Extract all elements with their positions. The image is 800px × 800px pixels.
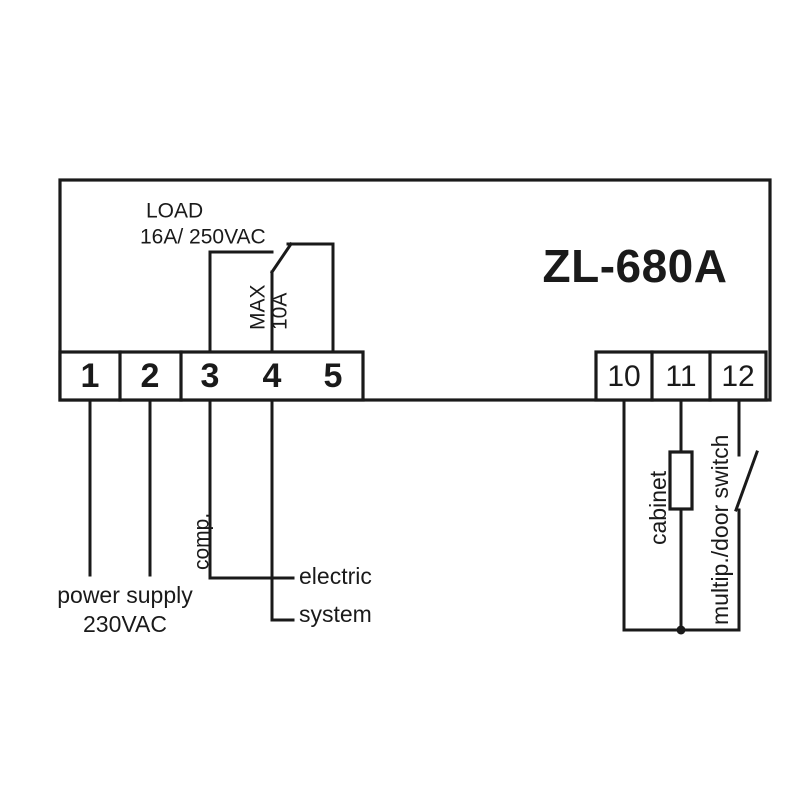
terminal-label-2: 2 bbox=[141, 357, 160, 395]
power-supply-label-line2: 230VAC bbox=[83, 611, 167, 637]
relay-current-label: 10A bbox=[269, 293, 292, 330]
door-switch-label: multip./door switch bbox=[707, 435, 733, 625]
terminal-label-11: 11 bbox=[665, 360, 696, 393]
junction-dot bbox=[676, 625, 686, 635]
terminal-label-5: 5 bbox=[324, 357, 343, 395]
relay-max-label: MAX bbox=[247, 284, 270, 330]
terminal-label-10: 10 bbox=[607, 360, 640, 393]
terminal-label-3: 3 bbox=[201, 357, 220, 395]
relay-contact-rail-5 bbox=[286, 242, 335, 354]
electric-label: electric bbox=[299, 563, 372, 589]
load-label-line1: LOAD bbox=[146, 200, 203, 223]
terminal-label-4: 4 bbox=[263, 357, 282, 395]
system-label: system bbox=[299, 601, 372, 627]
comp-label: comp. bbox=[191, 513, 214, 570]
thermistor-body bbox=[668, 450, 694, 511]
lead-terminal-4-system bbox=[270, 398, 295, 622]
cabinet-label: cabinet bbox=[645, 470, 671, 545]
model-title: ZL-680A bbox=[543, 240, 728, 292]
load-label-line2: 16A/ 250VAC bbox=[140, 226, 266, 249]
terminal-label-12: 12 bbox=[721, 360, 754, 393]
relay-common-bridge-3 bbox=[208, 250, 274, 354]
terminal-label-1: 1 bbox=[81, 357, 100, 395]
lead-terminal-3-comp bbox=[208, 398, 295, 580]
power-supply-label-line1: power supply bbox=[57, 582, 193, 608]
relay-contact-arm bbox=[269, 241, 294, 275]
door-switch-contact-arm bbox=[734, 450, 759, 512]
